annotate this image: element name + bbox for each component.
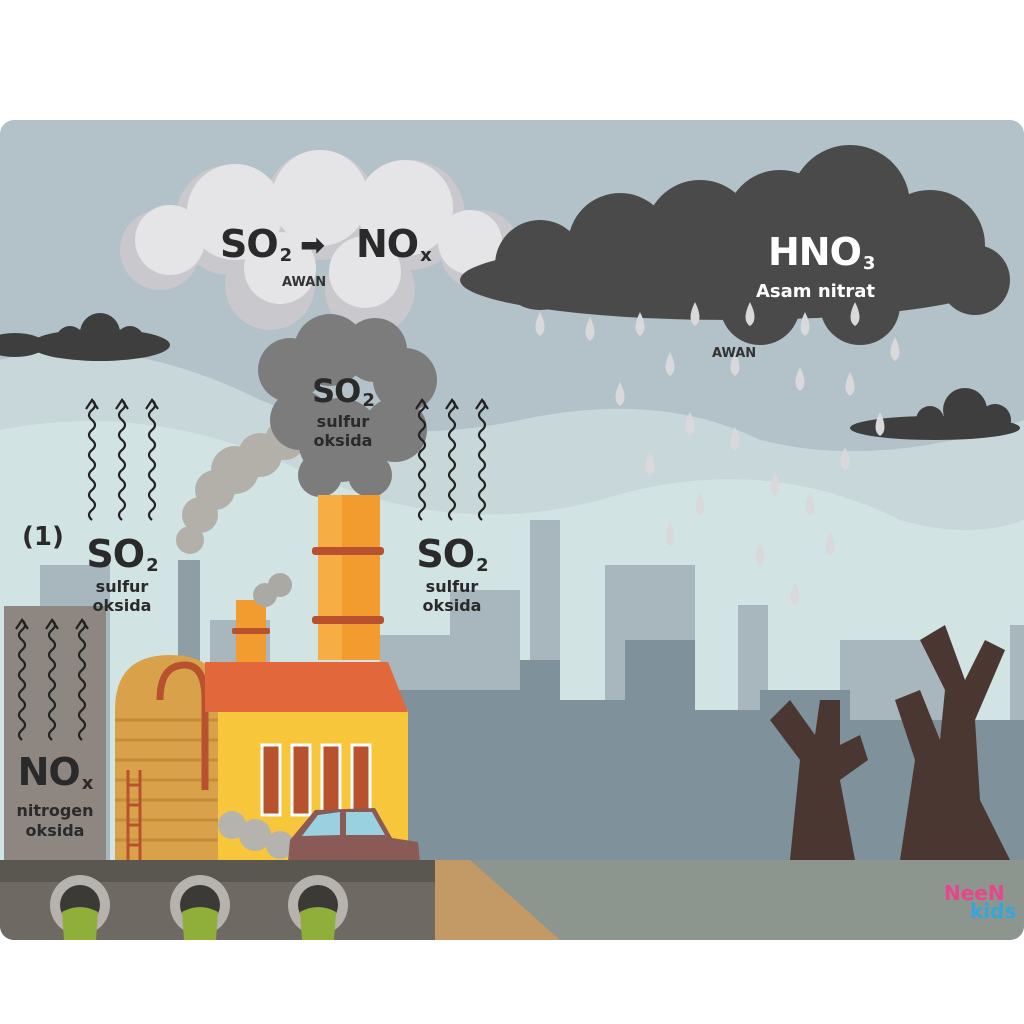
rain-drop — [755, 542, 765, 566]
cloud-caption-left: AWAN — [282, 275, 327, 290]
rain-drop — [665, 352, 675, 376]
reaction-arrow-icon: ➡ — [300, 228, 326, 263]
rain-drop — [615, 382, 625, 406]
rising-arrows — [15, 398, 489, 741]
rain-drop — [695, 492, 705, 516]
dirt-slope — [430, 860, 560, 940]
rain-drop — [535, 312, 545, 336]
rain-drop — [635, 312, 645, 336]
rain-drop — [800, 312, 810, 336]
arrow-head — [45, 618, 59, 630]
factory — [115, 495, 408, 860]
rain-drop — [840, 447, 850, 471]
rising-arrow — [447, 399, 457, 521]
dark-rain-cloud — [460, 145, 1010, 345]
arrow-head — [445, 398, 459, 410]
rain-drop — [795, 367, 805, 391]
waste-pipes — [50, 875, 348, 940]
small-dark-cloud-right — [850, 388, 1020, 440]
cloud-caption-right: AWAN — [712, 346, 757, 361]
rising-arrow — [477, 399, 487, 521]
rain-drop — [825, 532, 835, 556]
dead-tree-left — [770, 700, 868, 860]
rain-drop — [690, 302, 700, 326]
arrow-head — [85, 398, 99, 410]
rain-drop — [890, 337, 900, 361]
rising-arrow — [47, 619, 57, 741]
arrow-head — [75, 618, 89, 630]
arrow-head — [115, 398, 129, 410]
car — [218, 808, 420, 862]
rain-drop — [790, 582, 800, 606]
rain-drop — [875, 412, 885, 436]
rain-drop — [850, 302, 860, 326]
light-cloud — [120, 150, 520, 335]
small-dark-cloud-left — [0, 313, 170, 361]
arrow-head — [415, 398, 429, 410]
rain-drop — [770, 472, 780, 496]
factory-roof — [205, 662, 408, 712]
rain-drop — [585, 317, 595, 341]
rain-drop — [845, 372, 855, 396]
arrow-head — [475, 398, 489, 410]
brand-logo: NeeN kids — [944, 881, 1017, 923]
rising-arrow — [417, 399, 427, 521]
hno3-name: Asam nitrat — [756, 281, 876, 302]
so2-smoke-cloud — [258, 314, 437, 497]
rising-arrow — [87, 399, 97, 521]
rain-drop — [730, 427, 740, 451]
rain-drop — [665, 522, 675, 546]
rising-arrow — [17, 619, 27, 741]
dead-tree-right — [895, 625, 1010, 860]
storage-tank — [115, 655, 225, 860]
rain-drop — [745, 302, 755, 326]
acid-rain-drops — [535, 302, 900, 606]
step-marker: (1) — [22, 522, 64, 552]
rain-drop — [645, 452, 655, 476]
rising-arrow — [77, 619, 87, 741]
rain-drop — [730, 352, 740, 376]
rain-drop — [685, 412, 695, 436]
arrow-head — [15, 618, 29, 630]
rising-arrow — [117, 399, 127, 521]
arrow-head — [145, 398, 159, 410]
rising-arrow — [147, 399, 157, 521]
rain-drop — [805, 492, 815, 516]
